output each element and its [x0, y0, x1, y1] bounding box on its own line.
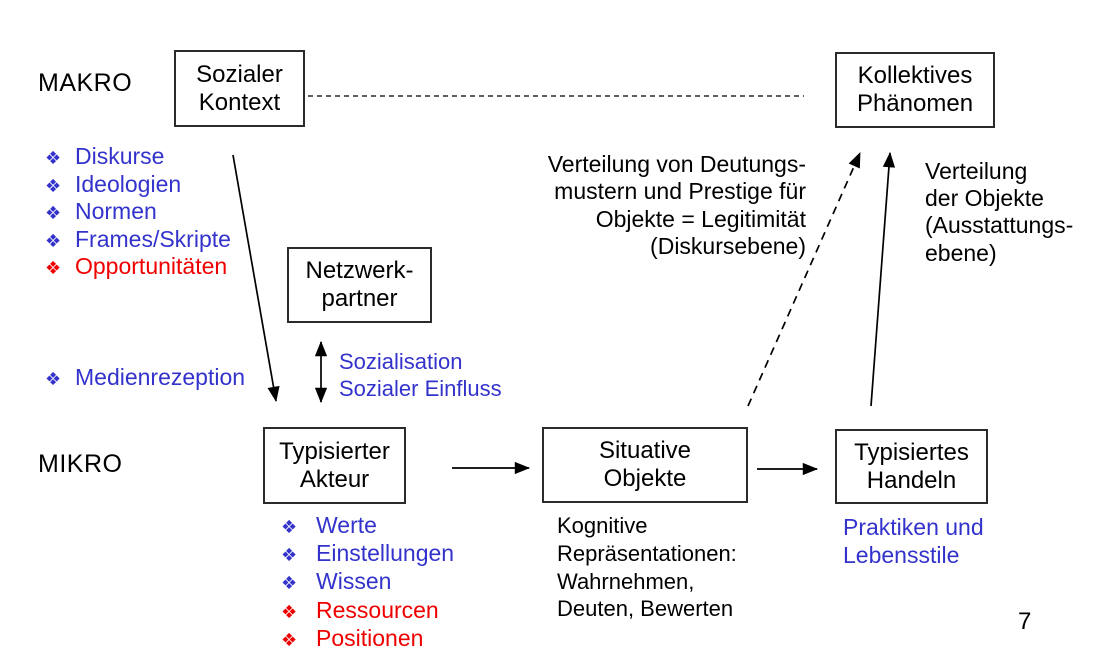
annotation-line: (Ausstattungs- — [925, 212, 1074, 239]
annotation-line: Sozialisation — [339, 349, 463, 374]
box-label: Netzwerk- — [305, 257, 414, 284]
bullet-item-label: Ideologien — [75, 170, 182, 197]
box-netzwerkpartner: Netzwerk- partner — [287, 247, 432, 323]
annotation-line: Repräsentationen: — [557, 540, 737, 566]
diamond-bullet-icon: ❖ — [281, 573, 298, 594]
verteilung-deutung-annotation: Verteilung von Deutungs- mustern und Pre… — [495, 151, 806, 261]
bullet-item-label: Medienrezeption — [75, 364, 246, 390]
annotation-line: Objekte = Legitimität — [595, 205, 806, 232]
box-label: Kontext — [198, 88, 281, 116]
list-item: ❖ Diskurse — [45, 143, 231, 171]
verteilung-objekte-annotation: Verteilung der Objekte (Ausstattungs- eb… — [925, 158, 1073, 267]
diamond-bullet-icon: ❖ — [45, 369, 62, 389]
bullet-item-label: Wissen — [316, 568, 392, 595]
bullet-item-label: Einstellungen — [316, 540, 455, 567]
list-item: ❖ Frames/Skripte — [45, 226, 231, 254]
list-item: ❖ Positionen — [281, 625, 454, 653]
box-label: Objekte — [603, 465, 687, 492]
arrow-handeln-to-phaenomen — [870, 151, 896, 407]
box-label: partner — [321, 285, 398, 312]
box-label: Sozialer — [196, 60, 283, 88]
box-label: Typisiertes — [854, 438, 969, 466]
annotation-line: Verteilung — [925, 158, 1028, 184]
medienrezeption-item: ❖ Medienrezeption — [45, 364, 245, 392]
bullet-item-label: Diskurse — [75, 143, 165, 169]
diamond-bullet-icon: ❖ — [45, 258, 62, 279]
mikro-level-label: MIKRO — [38, 450, 123, 478]
box-label: Kollektives — [857, 62, 973, 89]
box-label: Phänomen — [856, 90, 974, 117]
list-item: ❖ Normen — [45, 198, 231, 226]
diamond-bullet-icon: ❖ — [281, 601, 298, 622]
box-sozialer-kontext: Sozialer Kontext — [174, 50, 305, 127]
box-label: Situative — [598, 437, 692, 464]
diamond-bullet-icon: ❖ — [281, 629, 298, 650]
bullet-item-label: Frames/Skripte — [75, 225, 231, 252]
annotation-line: ebene) — [925, 239, 997, 266]
annotation-line: Deuten, Bewerten — [557, 596, 734, 622]
box-label: Handeln — [866, 466, 957, 494]
box-typisiertes-handeln: Typisiertes Handeln — [835, 429, 988, 504]
annotation-line: Praktiken und — [843, 514, 984, 540]
diamond-bullet-icon: ❖ — [281, 545, 298, 566]
page-number: 7 — [1018, 608, 1032, 635]
list-item: ❖ Einstellungen — [281, 540, 454, 568]
annotation-line: Verteilung von Deutungs- — [547, 151, 806, 177]
annotation-line: Wahrnehmen, — [557, 568, 695, 594]
annotation-line: mustern und Prestige für — [554, 178, 806, 205]
diamond-bullet-icon: ❖ — [45, 148, 62, 168]
diamond-bullet-icon: ❖ — [45, 175, 62, 196]
box-typisierter-akteur: Typisierter Akteur — [263, 427, 406, 504]
annotation-line: der Objekte — [925, 185, 1044, 212]
box-kollektives-phaenomen: Kollektives Phänomen — [835, 52, 995, 128]
dashed-arrow-objekte-to-phaenomen — [747, 152, 861, 407]
annotation-line: Sozialer Einfluss — [339, 376, 502, 401]
makro-attributes-list: ❖ Diskurse ❖ Ideologien ❖ Normen ❖ Frame… — [45, 143, 231, 281]
list-item: ❖ Opportunitäten — [45, 253, 231, 281]
bullet-item-label: Werte — [316, 512, 377, 538]
box-label: Akteur — [299, 465, 370, 493]
diamond-bullet-icon: ❖ — [45, 203, 62, 224]
list-item: ❖ Medienrezeption — [45, 364, 245, 392]
diamond-bullet-icon: ❖ — [45, 230, 62, 251]
bullet-item-label: Opportunitäten — [75, 253, 228, 280]
mikro-attributes-list: ❖ Werte ❖ Einstellungen ❖ Wissen ❖ Resso… — [281, 512, 454, 653]
arrow-kontext-to-akteur — [232, 154, 280, 403]
list-item: ❖ Ressourcen — [281, 597, 454, 625]
list-item: ❖ Ideologien — [45, 171, 231, 199]
makro-level-label: MAKRO — [38, 69, 133, 97]
bullet-item-label: Ressourcen — [316, 596, 439, 623]
list-item: ❖ Werte — [281, 512, 454, 540]
diamond-bullet-icon: ❖ — [281, 517, 298, 537]
annotation-line: Lebensstile — [843, 542, 960, 568]
praktiken-annotation: Praktiken und Lebensstile — [843, 513, 984, 569]
annotation-line: Kognitive — [557, 513, 648, 538]
bullet-item-label: Positionen — [316, 624, 424, 651]
sozialisation-annotation: Sozialisation Sozialer Einfluss — [339, 348, 502, 402]
annotation-line: (Diskursebene) — [650, 233, 806, 260]
box-situative-objekte: Situative Objekte — [542, 427, 748, 503]
box-label: Typisierter — [279, 437, 390, 465]
kognitive-repraesentationen-annotation: Kognitive Repräsentationen: Wahrnehmen, … — [557, 512, 737, 623]
bullet-item-label: Normen — [75, 198, 157, 225]
list-item: ❖ Wissen — [281, 568, 454, 596]
